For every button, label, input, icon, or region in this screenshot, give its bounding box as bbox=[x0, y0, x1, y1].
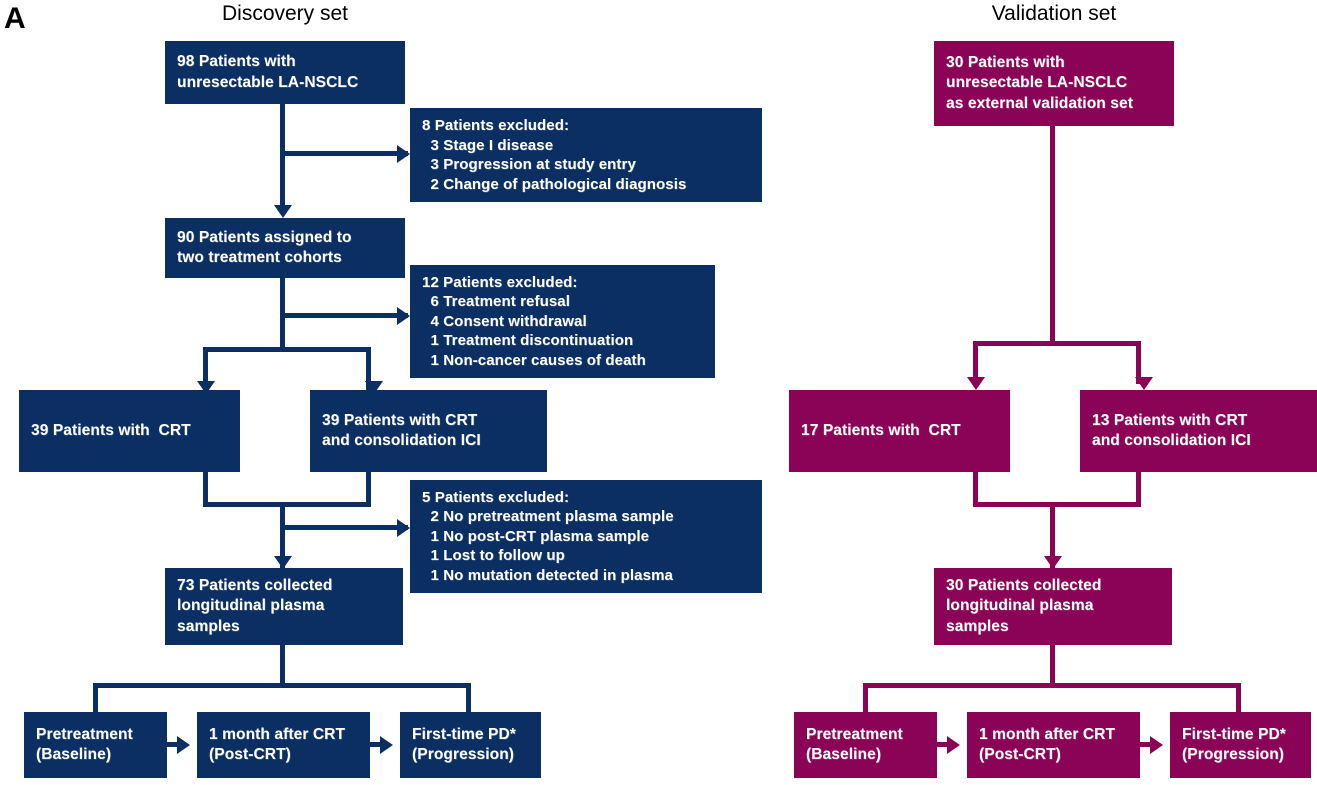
node-line: and consolidation ICI bbox=[322, 432, 481, 449]
node-line: (Progression) bbox=[412, 746, 515, 763]
arrowhead-merge-to-collected bbox=[273, 556, 292, 569]
node-line: 30 Patients with bbox=[946, 54, 1065, 72]
connector-merge-to-collected bbox=[280, 502, 285, 568]
connector-validation-timepoint-fan bbox=[863, 683, 1241, 712]
connector-pre-to-post bbox=[167, 742, 180, 747]
node-line: 98 Patients with bbox=[177, 53, 296, 71]
node-line: longitudinal plasma bbox=[946, 597, 1094, 615]
node-line: 1 month after CRT bbox=[209, 725, 346, 743]
connector-validation-merge-to-collected bbox=[1050, 502, 1055, 568]
arrowhead-pre-to-post bbox=[177, 736, 190, 754]
node-line: 5 Patients excluded: bbox=[422, 488, 570, 506]
arrowhead-to-excluded-2 bbox=[397, 306, 410, 325]
node-line: 1 Treatment discontinuation bbox=[422, 332, 634, 350]
node-line: 39 Patients with CRT bbox=[31, 421, 191, 439]
node-line: 1 Non-cancer causes of death bbox=[422, 351, 646, 369]
node-discovery-collected: 73 Patients collected longitudinal plasm… bbox=[165, 568, 403, 645]
arrowhead-validation-post-to-pd bbox=[1150, 736, 1163, 754]
connector-to-excluded-1 bbox=[283, 151, 408, 156]
connector-to-excluded-3 bbox=[283, 525, 408, 530]
node-discovery-timepoint-postcrt: 1 month after CRT (Post-CRT) bbox=[197, 712, 370, 778]
figure-panel-letter: A bbox=[4, 2, 26, 35]
node-line: 3 Progression at study entry bbox=[422, 156, 636, 173]
discovery-panel-title: Discovery set bbox=[221, 2, 349, 25]
node-line: (Post-CRT) bbox=[209, 746, 291, 763]
arrowhead-validation-pre-to-post bbox=[947, 736, 960, 754]
node-line: First-time PD* bbox=[412, 725, 516, 743]
node-line: 1 No post-CRT plasma sample bbox=[422, 527, 650, 545]
node-validation-timepoint-progression: First-time PD* (Progression) bbox=[1170, 712, 1311, 778]
validation-panel-title: Validation set bbox=[991, 2, 1117, 25]
node-validation-cohort-crt-ici: 13 Patients with CRT and consolidation I… bbox=[1080, 390, 1317, 472]
connector-validation-post-to-pd bbox=[1140, 742, 1153, 747]
arrowhead-validation-to-cohort-crt-ici bbox=[1134, 377, 1153, 390]
connector-validation-split-to-cohorts bbox=[973, 341, 1141, 384]
node-line: samples bbox=[946, 617, 1009, 635]
arrowhead-validation-to-cohort-crt bbox=[966, 377, 985, 390]
node-line: 1 No mutation detected in plasma bbox=[422, 566, 673, 584]
node-discovery-timepoint-pretreatment: Pretreatment (Baseline) bbox=[24, 712, 167, 778]
connector-post-to-pd bbox=[370, 742, 383, 747]
node-validation-timepoint-postcrt: 1 month after CRT (Post-CRT) bbox=[967, 712, 1140, 778]
node-line: 13 Patients with CRT bbox=[1092, 411, 1248, 429]
node-line: 2 No pretreatment plasma sample bbox=[422, 508, 674, 526]
node-discovery-assigned: 90 Patients assigned to two treatment co… bbox=[165, 218, 405, 278]
node-line: two treatment cohorts bbox=[177, 249, 342, 266]
node-line: and consolidation ICI bbox=[1092, 432, 1251, 449]
node-line: (Progression) bbox=[1182, 746, 1285, 763]
node-discovery-cohort-crt-ici: 39 Patients with CRT and consolidation I… bbox=[310, 390, 547, 472]
node-line: 4 Consent withdrawal bbox=[422, 312, 587, 330]
node-line: 2 Change of pathological diagnosis bbox=[422, 175, 687, 193]
arrowhead-to-excluded-1 bbox=[397, 144, 410, 163]
node-line: 8 Patients excluded: bbox=[422, 117, 570, 134]
node-line: (Baseline) bbox=[36, 746, 112, 763]
node-line: longitudinal plasma bbox=[177, 597, 325, 615]
node-validation-cohort-crt: 17 Patients with CRT bbox=[789, 390, 1010, 472]
node-line: 39 Patients with CRT bbox=[322, 411, 478, 429]
connector-validation-pre-to-post bbox=[937, 742, 950, 747]
node-line: 17 Patients with CRT bbox=[801, 421, 961, 439]
node-line: (Post-CRT) bbox=[979, 746, 1061, 763]
node-validation-collected: 30 Patients collected longitudinal plasm… bbox=[934, 568, 1172, 645]
node-line: 90 Patients assigned to bbox=[177, 228, 352, 246]
node-line: (Baseline) bbox=[806, 746, 882, 763]
connector-collected-to-timepoints bbox=[280, 645, 285, 687]
node-line: Pretreatment bbox=[36, 725, 133, 743]
node-validation-timepoint-pretreatment: Pretreatment (Baseline) bbox=[794, 712, 937, 778]
connector-validation-collected-to-timepoints bbox=[1050, 645, 1055, 687]
node-line: 6 Treatment refusal bbox=[422, 293, 570, 311]
arrowhead-to-excluded-3 bbox=[397, 518, 410, 537]
node-line: 1 Lost to follow up bbox=[422, 547, 565, 565]
node-line: 3 Stage I disease bbox=[422, 136, 554, 154]
node-line: samples bbox=[177, 617, 240, 635]
node-line: unresectable LA-NSCLC bbox=[946, 74, 1128, 92]
node-discovery-cohort-crt: 39 Patients with CRT bbox=[19, 390, 240, 472]
node-line: First-time PD* bbox=[1182, 725, 1286, 743]
arrowhead-validation-merge-to-collected bbox=[1043, 556, 1062, 569]
node-line: unresectable LA-NSCLC bbox=[177, 73, 359, 91]
node-line: 30 Patients collected bbox=[946, 577, 1102, 595]
node-line: 1 month after CRT bbox=[979, 725, 1116, 743]
connector-assigned-to-split bbox=[280, 278, 285, 349]
connector-validation-enrolled-to-split bbox=[1050, 126, 1055, 341]
arrowhead-enrolled-to-assigned bbox=[273, 205, 292, 218]
connector-to-excluded-2 bbox=[283, 313, 408, 318]
node-discovery-enrolled: 98 Patients with unresectable LA-NSCLC bbox=[165, 41, 405, 104]
node-line: as external validation set bbox=[946, 94, 1133, 112]
connector-split-to-cohorts bbox=[203, 347, 371, 390]
node-validation-enrolled: 30 Patients with unresectable LA-NSCLC a… bbox=[934, 41, 1174, 126]
node-discovery-excluded-3: 5 Patients excluded: 2 No pretreatment p… bbox=[410, 480, 762, 593]
connector-cohorts-merge bbox=[203, 472, 371, 507]
connector-timepoint-fan bbox=[93, 683, 471, 712]
node-discovery-excluded-1: 8 Patients excluded: 3 Stage I disease 3… bbox=[410, 108, 762, 202]
node-line: Pretreatment bbox=[806, 725, 903, 743]
connector-validation-cohorts-merge bbox=[973, 472, 1141, 507]
node-discovery-excluded-2: 12 Patients excluded: 6 Treatment refusa… bbox=[410, 265, 715, 378]
node-line: 73 Patients collected bbox=[177, 577, 333, 595]
node-discovery-timepoint-progression: First-time PD* (Progression) bbox=[400, 712, 541, 778]
node-line: 12 Patients excluded: bbox=[422, 273, 578, 291]
arrowhead-post-to-pd bbox=[380, 736, 393, 754]
connector-enrolled-to-assigned bbox=[280, 104, 285, 207]
